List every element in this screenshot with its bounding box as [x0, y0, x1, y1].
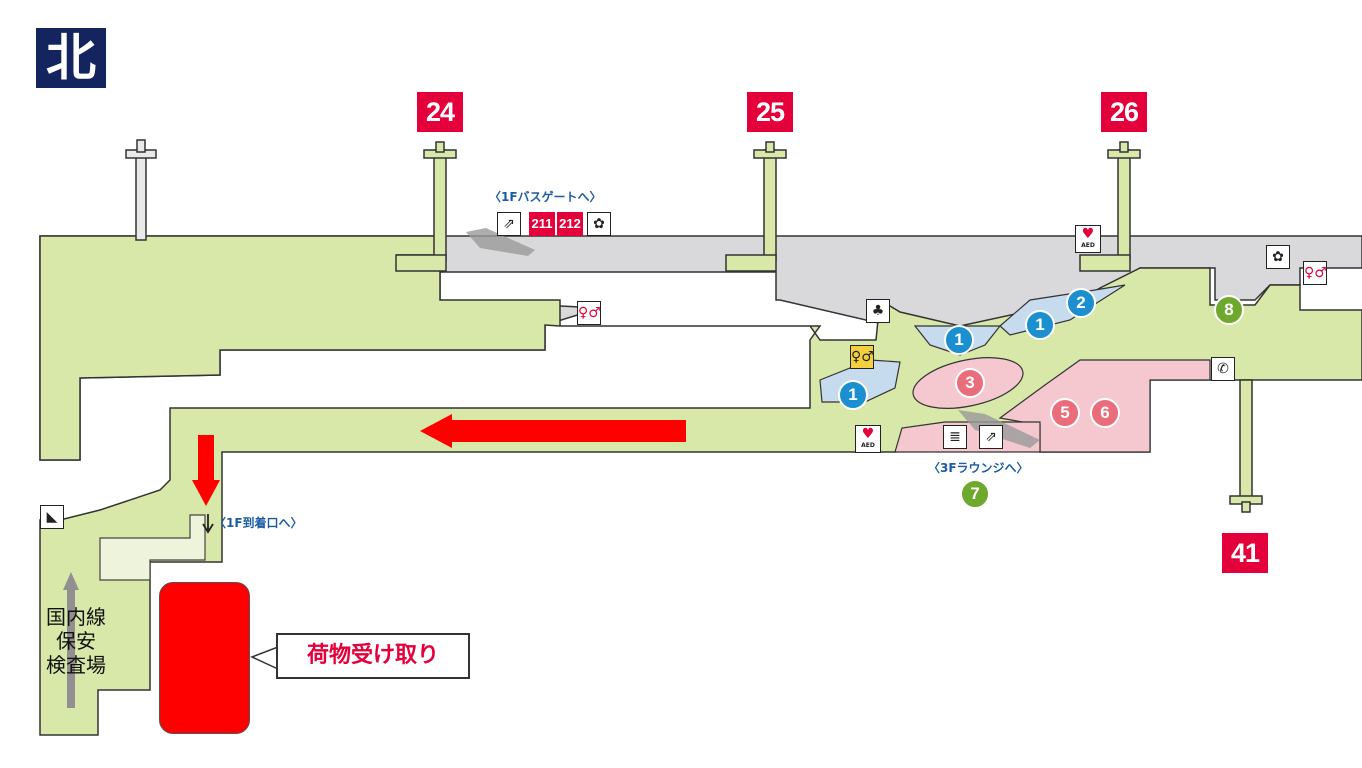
domestic-security-label: 国内線 保安 検査場 [40, 605, 112, 677]
gate-finger-26 [1079, 141, 1141, 272]
bus-gate-211: 211 [529, 212, 555, 236]
security-line-1: 国内線 [46, 605, 106, 629]
restroom-icon-3: ♀♂ [1303, 261, 1327, 285]
lounge-label: 〈3Fラウンジへ〉 [928, 461, 1029, 475]
callout-pointer [250, 645, 279, 671]
security-line-3: 検査場 [46, 653, 106, 677]
escalator-icon-3f: ⇗ [979, 425, 1003, 449]
info-icon-1f: ✿ [587, 212, 611, 236]
marker-pink-6: 6 [1090, 398, 1120, 428]
info-icon-2: ✿ [1266, 245, 1290, 269]
nursery-icon: ♣ [866, 299, 890, 323]
gate-24-sign: 24 [417, 92, 463, 132]
marker-pink-3: 3 [955, 368, 985, 398]
restroom-icon-2: ♀♂ [850, 345, 874, 369]
down-arrow-small [202, 514, 214, 534]
elevator-icon: ◣ [40, 505, 64, 529]
marker-green-8: 8 [1214, 295, 1244, 325]
concourse [39, 235, 1362, 736]
north-indicator: 北 [36, 28, 106, 88]
marker-blue-1b: 1 [1025, 310, 1055, 340]
marker-blue-2: 2 [1066, 288, 1096, 318]
security-line-2: 保安 [56, 629, 96, 653]
escalator-icon-1f: ⇗ [497, 212, 521, 236]
arrival-label: 〈1F到着口へ〉 [214, 516, 303, 530]
phone-icon: ✆ [1211, 357, 1235, 381]
marker-pink-5: 5 [1050, 398, 1080, 428]
gate-25-sign: 25 [747, 92, 793, 132]
lounge-icon: ≣ [943, 425, 967, 449]
gate-26-sign: 26 [1101, 92, 1147, 132]
route-arrow-down [192, 435, 220, 506]
route-arrow-left [420, 414, 686, 448]
walk-arrow-up [63, 572, 79, 708]
restroom-icon-1: ♀♂ [577, 301, 601, 325]
bus-gate-212: 212 [557, 212, 583, 236]
aed-icon-2: ♥AED [855, 425, 881, 453]
marker-blue-1a: 1 [944, 325, 974, 355]
marker-blue-1c: 1 [838, 380, 868, 410]
baggage-claim-callout: 荷物受け取り [276, 633, 470, 679]
gate-finger-24 [395, 141, 457, 272]
bus-gate-label: 〈1Fバスゲートへ〉 [489, 190, 602, 204]
aed-icon-1: ♥AED [1075, 225, 1101, 253]
marker-green-7: 7 [960, 479, 990, 509]
gate-finger-41 [1229, 379, 1263, 513]
escalator-shade-1f [466, 228, 535, 256]
gate-41-sign: 41 [1222, 533, 1268, 573]
gate-finger-25 [725, 141, 787, 272]
arrival-corridor [99, 514, 206, 581]
gate-finger-left [125, 139, 157, 241]
baggage-claim-area [159, 582, 250, 734]
